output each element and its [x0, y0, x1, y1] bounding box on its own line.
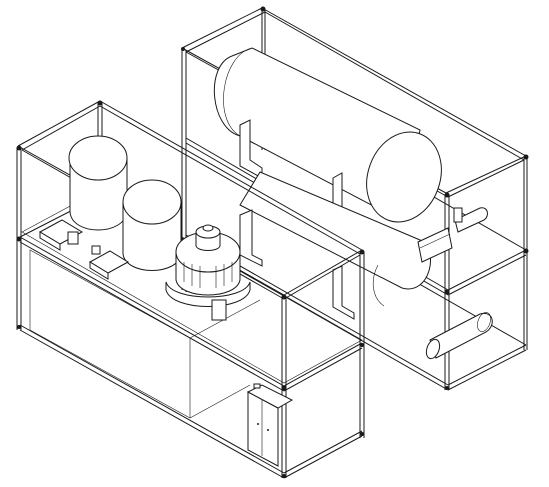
- motor-unit-right: [89, 245, 129, 280]
- horizontal-tank-upper: [213, 47, 442, 223]
- pump-unit-right-lower: [417, 227, 453, 263]
- small-horizontal-vessel: [425, 312, 493, 360]
- pump-unit-right-upper: [453, 207, 488, 233]
- vertical-tank-right: [122, 179, 182, 271]
- motor-unit-left: [38, 219, 84, 251]
- vertical-tank-left: [68, 135, 128, 231]
- horizontal-tank-lower: [239, 171, 431, 320]
- blower-unit: [165, 224, 251, 321]
- electrical-cabinet: [246, 383, 294, 467]
